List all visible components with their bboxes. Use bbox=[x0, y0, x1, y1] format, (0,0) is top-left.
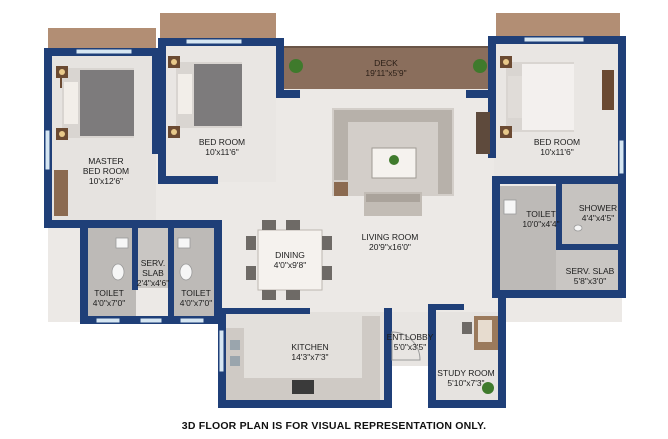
label-living-room: LIVING ROOM 20'9"x16'0" bbox=[361, 232, 419, 252]
plant-deck-left bbox=[289, 59, 303, 73]
bed-room-2-bed bbox=[500, 56, 614, 138]
floor-shower bbox=[562, 180, 622, 246]
label-shower: SHOWER 4'4"x4'5" bbox=[578, 203, 618, 223]
balcony-bedroom-2 bbox=[496, 13, 620, 38]
toilet-fixtures bbox=[111, 199, 583, 281]
label-kitchen: KITCHEN 14'3"x7'3" bbox=[291, 342, 329, 362]
label-serv-slab-left: SERV. SLAB 2'4"x4'6" bbox=[136, 258, 170, 288]
label-toilet-right: TOILET 10'0"x4'4" bbox=[522, 209, 560, 229]
dining-set bbox=[246, 220, 332, 300]
windows bbox=[44, 36, 625, 373]
label-study-room: STUDY ROOM 5'10"x7'3" bbox=[437, 368, 495, 388]
label-master-bed-room: MASTER BED ROOM 10'x12'6" bbox=[82, 156, 130, 186]
deck-area bbox=[282, 47, 490, 89]
floor-serv-slab-right bbox=[556, 250, 622, 290]
label-serv-slab-right: SERV. SLAB 5'8"x3'0" bbox=[565, 266, 615, 286]
entrance-door bbox=[391, 331, 421, 361]
label-deck: DECK 19'11"x5'9" bbox=[365, 58, 407, 78]
living-room-furniture bbox=[332, 108, 490, 216]
kitchen-counter bbox=[226, 316, 380, 400]
label-bed-room-1: BED ROOM 10'x11'6" bbox=[198, 137, 246, 157]
plant-deck-right bbox=[473, 59, 487, 73]
study-furniture bbox=[462, 316, 498, 394]
bed-room-1-bed bbox=[168, 56, 242, 138]
label-toilet-mid: TOILET 4'0"x7'0" bbox=[179, 288, 213, 308]
disclaimer-text: 3D FLOOR PLAN IS FOR VISUAL REPRESENTATI… bbox=[181, 420, 487, 432]
label-ent-lobby: ENT.LOBBY 5'0"x3'5" bbox=[386, 332, 434, 352]
floor-serv-slab-left bbox=[136, 228, 172, 288]
label-bed-room-2: BED ROOM 10'x11'6" bbox=[533, 137, 581, 157]
master-bed bbox=[54, 66, 134, 216]
label-dining: DINING 4'0"x9'8" bbox=[273, 250, 307, 270]
label-toilet-left: TOILET 4'0"x7'0" bbox=[92, 288, 126, 308]
balcony-bedroom-1 bbox=[160, 13, 276, 39]
